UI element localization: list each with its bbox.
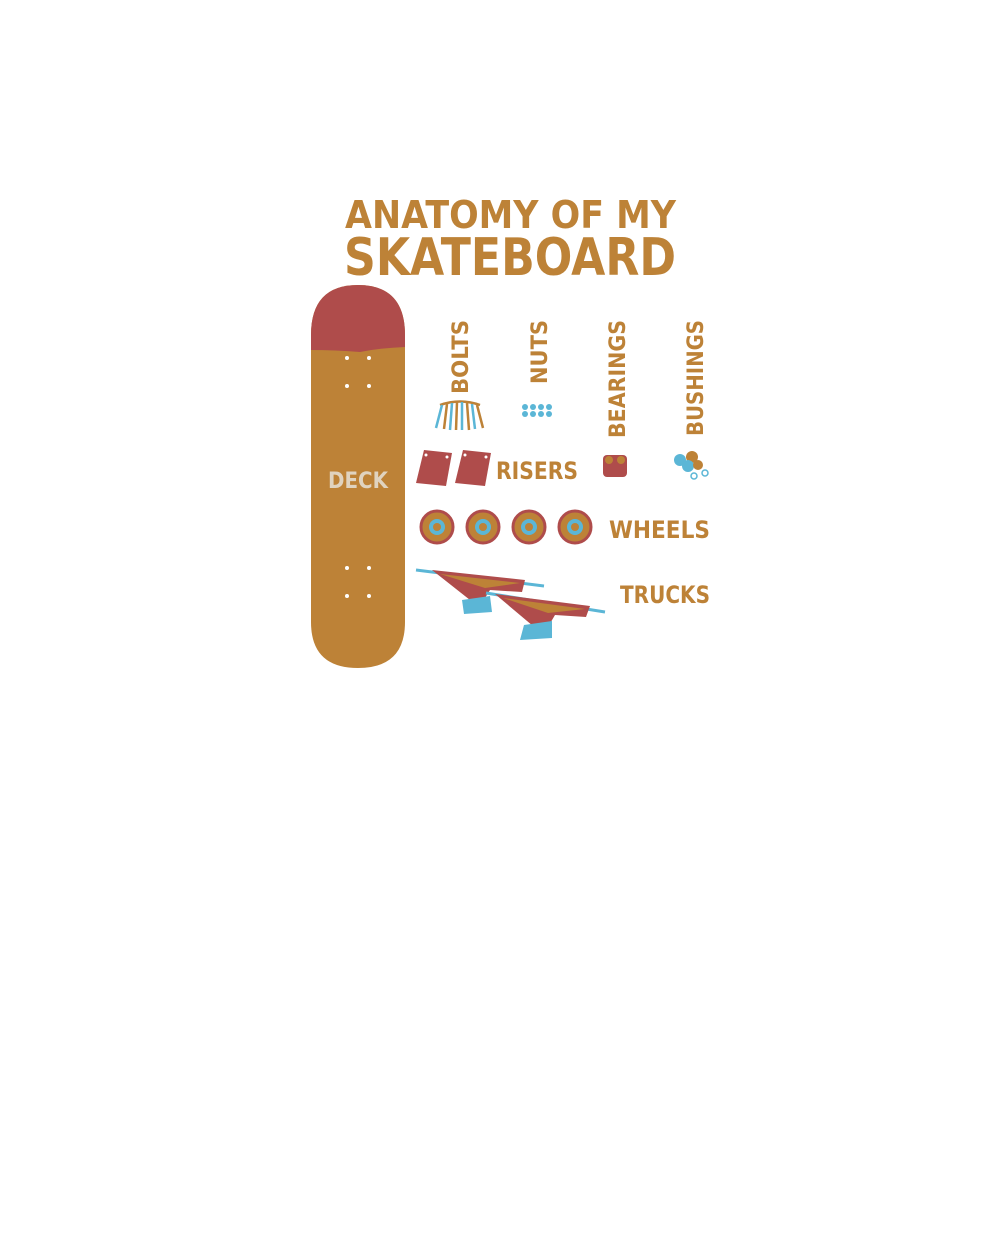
bushings-label: BUSHINGS [684, 320, 709, 436]
bolts-label: BOLTS [449, 320, 474, 394]
risers-label: RISERS [496, 457, 578, 485]
bushings-illustration [674, 451, 709, 480]
wheel [557, 509, 593, 545]
bolts-illustration [434, 400, 485, 431]
trucks-illustration [415, 568, 606, 640]
bearings-label: BEARINGS [606, 320, 631, 438]
wheel [419, 509, 455, 545]
title-line-1: ANATOMY OF MY [345, 193, 676, 237]
title-line-2: SKATEBOARD [344, 228, 676, 288]
wheel [511, 509, 547, 545]
wheel [465, 509, 501, 545]
trucks-label: TRUCKS [620, 581, 710, 609]
wheels-illustration [419, 509, 593, 545]
deck-label: DECK [328, 469, 389, 494]
nuts-illustration [522, 404, 552, 417]
nuts-label: NUTS [528, 320, 553, 384]
wheels-label: WHEELS [609, 516, 710, 544]
bearings-illustration [603, 455, 627, 477]
risers-illustration [416, 450, 491, 486]
deck-illustration: DECK [311, 285, 405, 668]
